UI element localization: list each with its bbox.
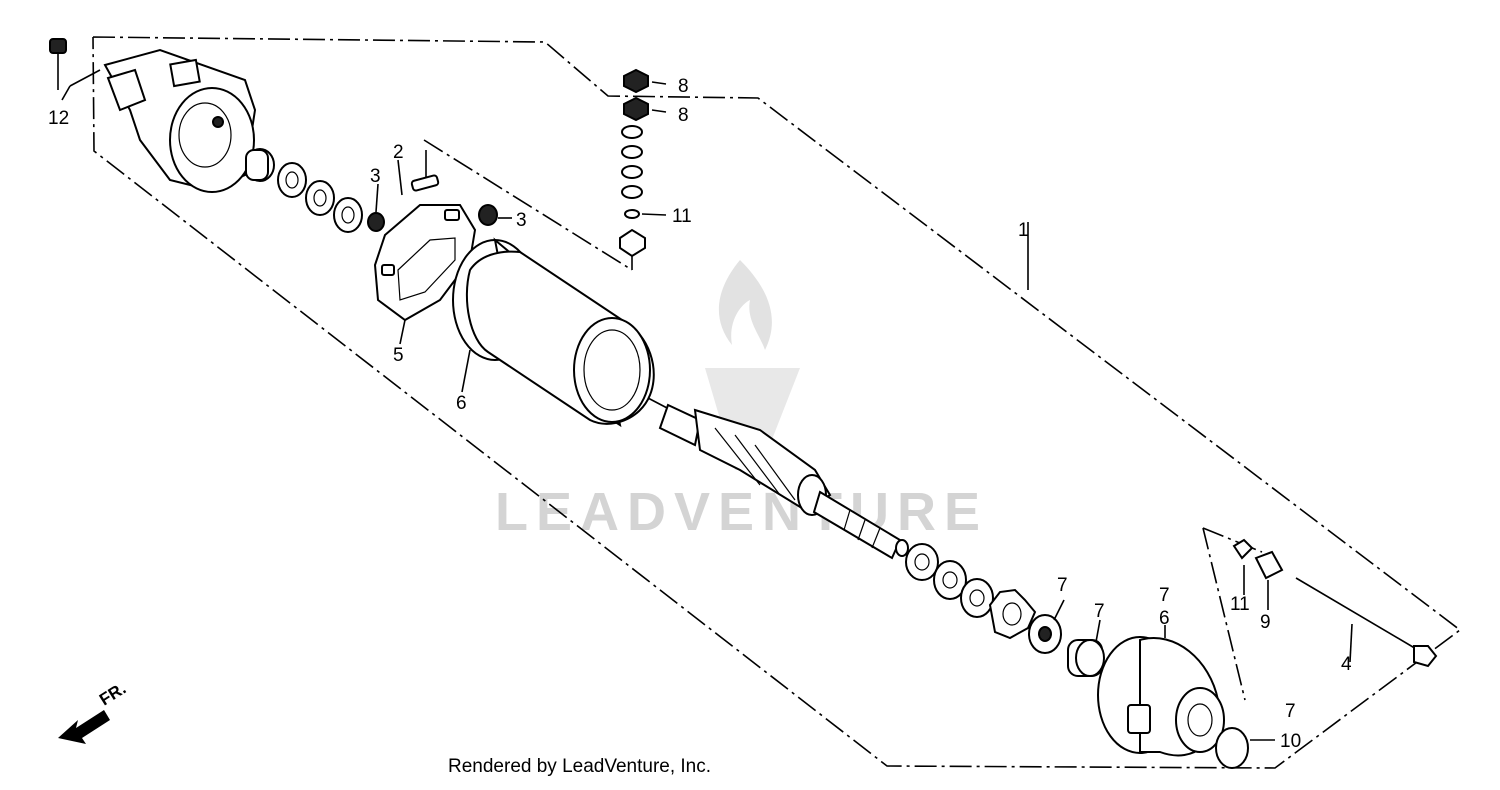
o-ring (1215, 727, 1249, 769)
callout-7: 7 (1159, 585, 1170, 606)
washer (277, 162, 307, 198)
washer (905, 543, 939, 581)
screw-12 (49, 38, 67, 90)
callout-11: 11 (672, 206, 692, 227)
front-direction-label: FR. (96, 679, 129, 710)
washer (933, 560, 967, 600)
callout-9: 9 (1260, 612, 1271, 633)
front-direction-arrow: FR. (58, 679, 129, 744)
callout-1: 1 (1018, 220, 1029, 241)
callout-2: 2 (393, 142, 404, 163)
washer (305, 180, 335, 216)
bolt-4 (1295, 577, 1438, 668)
brush-spring (367, 212, 385, 232)
bushing (245, 148, 275, 182)
watermark-text: LEADVENTURE (495, 482, 988, 542)
callout-3: 3 (516, 210, 527, 231)
callout-4: 4 (1341, 654, 1352, 675)
callout-6: 6 (1159, 608, 1170, 629)
callout-7: 7 (1057, 575, 1068, 596)
assembly-boundary (92, 36, 1462, 769)
screw-2 (410, 150, 440, 192)
callout-12: 12 (48, 108, 69, 129)
callout-8: 8 (678, 76, 689, 97)
render-credit: Rendered by LeadVenture, Inc. (448, 756, 712, 777)
plate-9 (1254, 550, 1284, 580)
callouts: 1 2 3 3 4 5 6 6 7 7 7 7 8 8 9 10 11 11 1… (48, 76, 1352, 752)
bolt-group-boundary (1202, 527, 1263, 553)
terminal-stack (619, 68, 649, 258)
rear-cover (103, 48, 257, 193)
washer (960, 578, 994, 618)
callout-3: 3 (370, 166, 381, 187)
front-cover (1097, 636, 1225, 757)
callout-8: 8 (678, 105, 689, 126)
nut-11 (1232, 538, 1254, 560)
needle-bearing (1067, 639, 1105, 677)
callout-10: 10 (1280, 731, 1301, 752)
callout-7: 7 (1285, 701, 1296, 722)
lock-washer (988, 588, 1037, 640)
yoke (452, 237, 655, 428)
leader-lines (375, 81, 1353, 741)
washer (333, 197, 363, 233)
callout-11: 11 (1230, 594, 1250, 615)
armature (647, 397, 909, 560)
callout-5: 5 (393, 345, 404, 366)
callout-6: 6 (456, 393, 467, 414)
brush-spring (478, 204, 498, 226)
brush-group-boundary (423, 139, 633, 271)
callout-7: 7 (1094, 601, 1105, 622)
